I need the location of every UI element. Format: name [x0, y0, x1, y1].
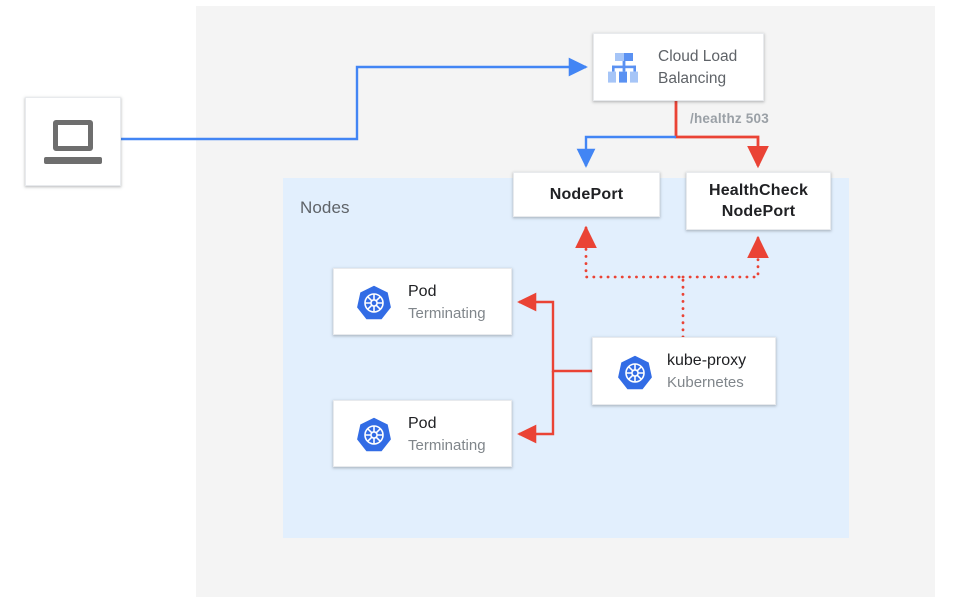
nodeport-label: NodePort	[549, 185, 624, 203]
laptop-base	[44, 156, 102, 164]
healthz-edge-label: /healthz 503	[690, 111, 769, 126]
nodes-panel-label: Nodes	[300, 198, 350, 217]
healthcheck-nodeport-label-line2: NodePort	[721, 203, 796, 220]
pod-title-2: Pod	[408, 415, 437, 432]
kube-proxy-text: kube-proxy Kubernetes	[667, 350, 746, 393]
pod-subtitle-2: Terminating	[408, 437, 486, 454]
pod-card-2[interactable]: Pod Terminating	[333, 400, 512, 467]
kubernetes-icon	[357, 417, 391, 452]
cloud-load-balancing-card[interactable]: Cloud Load Balancing	[593, 33, 764, 101]
kube-proxy-title: kube-proxy	[667, 352, 747, 369]
cloud-load-balancing-icon	[608, 53, 638, 83]
kubernetes-icon	[618, 355, 652, 390]
edge-kube-proxy-to-pods	[517, 292, 592, 444]
client-laptop-card[interactable]	[25, 97, 121, 186]
cloud-load-balancing-label-line1: Cloud Load	[658, 48, 738, 65]
edge-client-to-load-balancer	[121, 57, 588, 141]
kubernetes-icon	[357, 285, 391, 320]
laptop-screen	[53, 119, 93, 151]
edge-healthz-503	[674, 101, 769, 169]
healthcheck-nodeport-label: HealthCheck NodePort	[709, 180, 808, 222]
kube-proxy-card[interactable]: kube-proxy Kubernetes	[592, 337, 776, 405]
nodeport-card[interactable]: NodePort	[513, 172, 660, 217]
cloud-load-balancing-label: Cloud Load Balancing	[658, 46, 758, 90]
pod-title-1: Pod	[408, 283, 437, 300]
pod-text-1: Pod Terminating	[408, 281, 486, 324]
kube-proxy-subtitle: Kubernetes	[667, 374, 744, 391]
edge-kube-proxy-to-nodeports	[575, 225, 769, 339]
pod-card-1[interactable]: Pod Terminating	[333, 268, 512, 335]
pod-subtitle-1: Terminating	[408, 305, 486, 322]
healthcheck-nodeport-card[interactable]: HealthCheck NodePort	[686, 172, 831, 230]
healthcheck-nodeport-label-line1: HealthCheck	[708, 182, 809, 199]
laptop-icon	[44, 119, 102, 164]
edge-load-balancer-to-nodeport	[576, 135, 676, 168]
pod-text-2: Pod Terminating	[408, 413, 486, 456]
cloud-load-balancing-label-line2: Balancing	[658, 70, 727, 87]
